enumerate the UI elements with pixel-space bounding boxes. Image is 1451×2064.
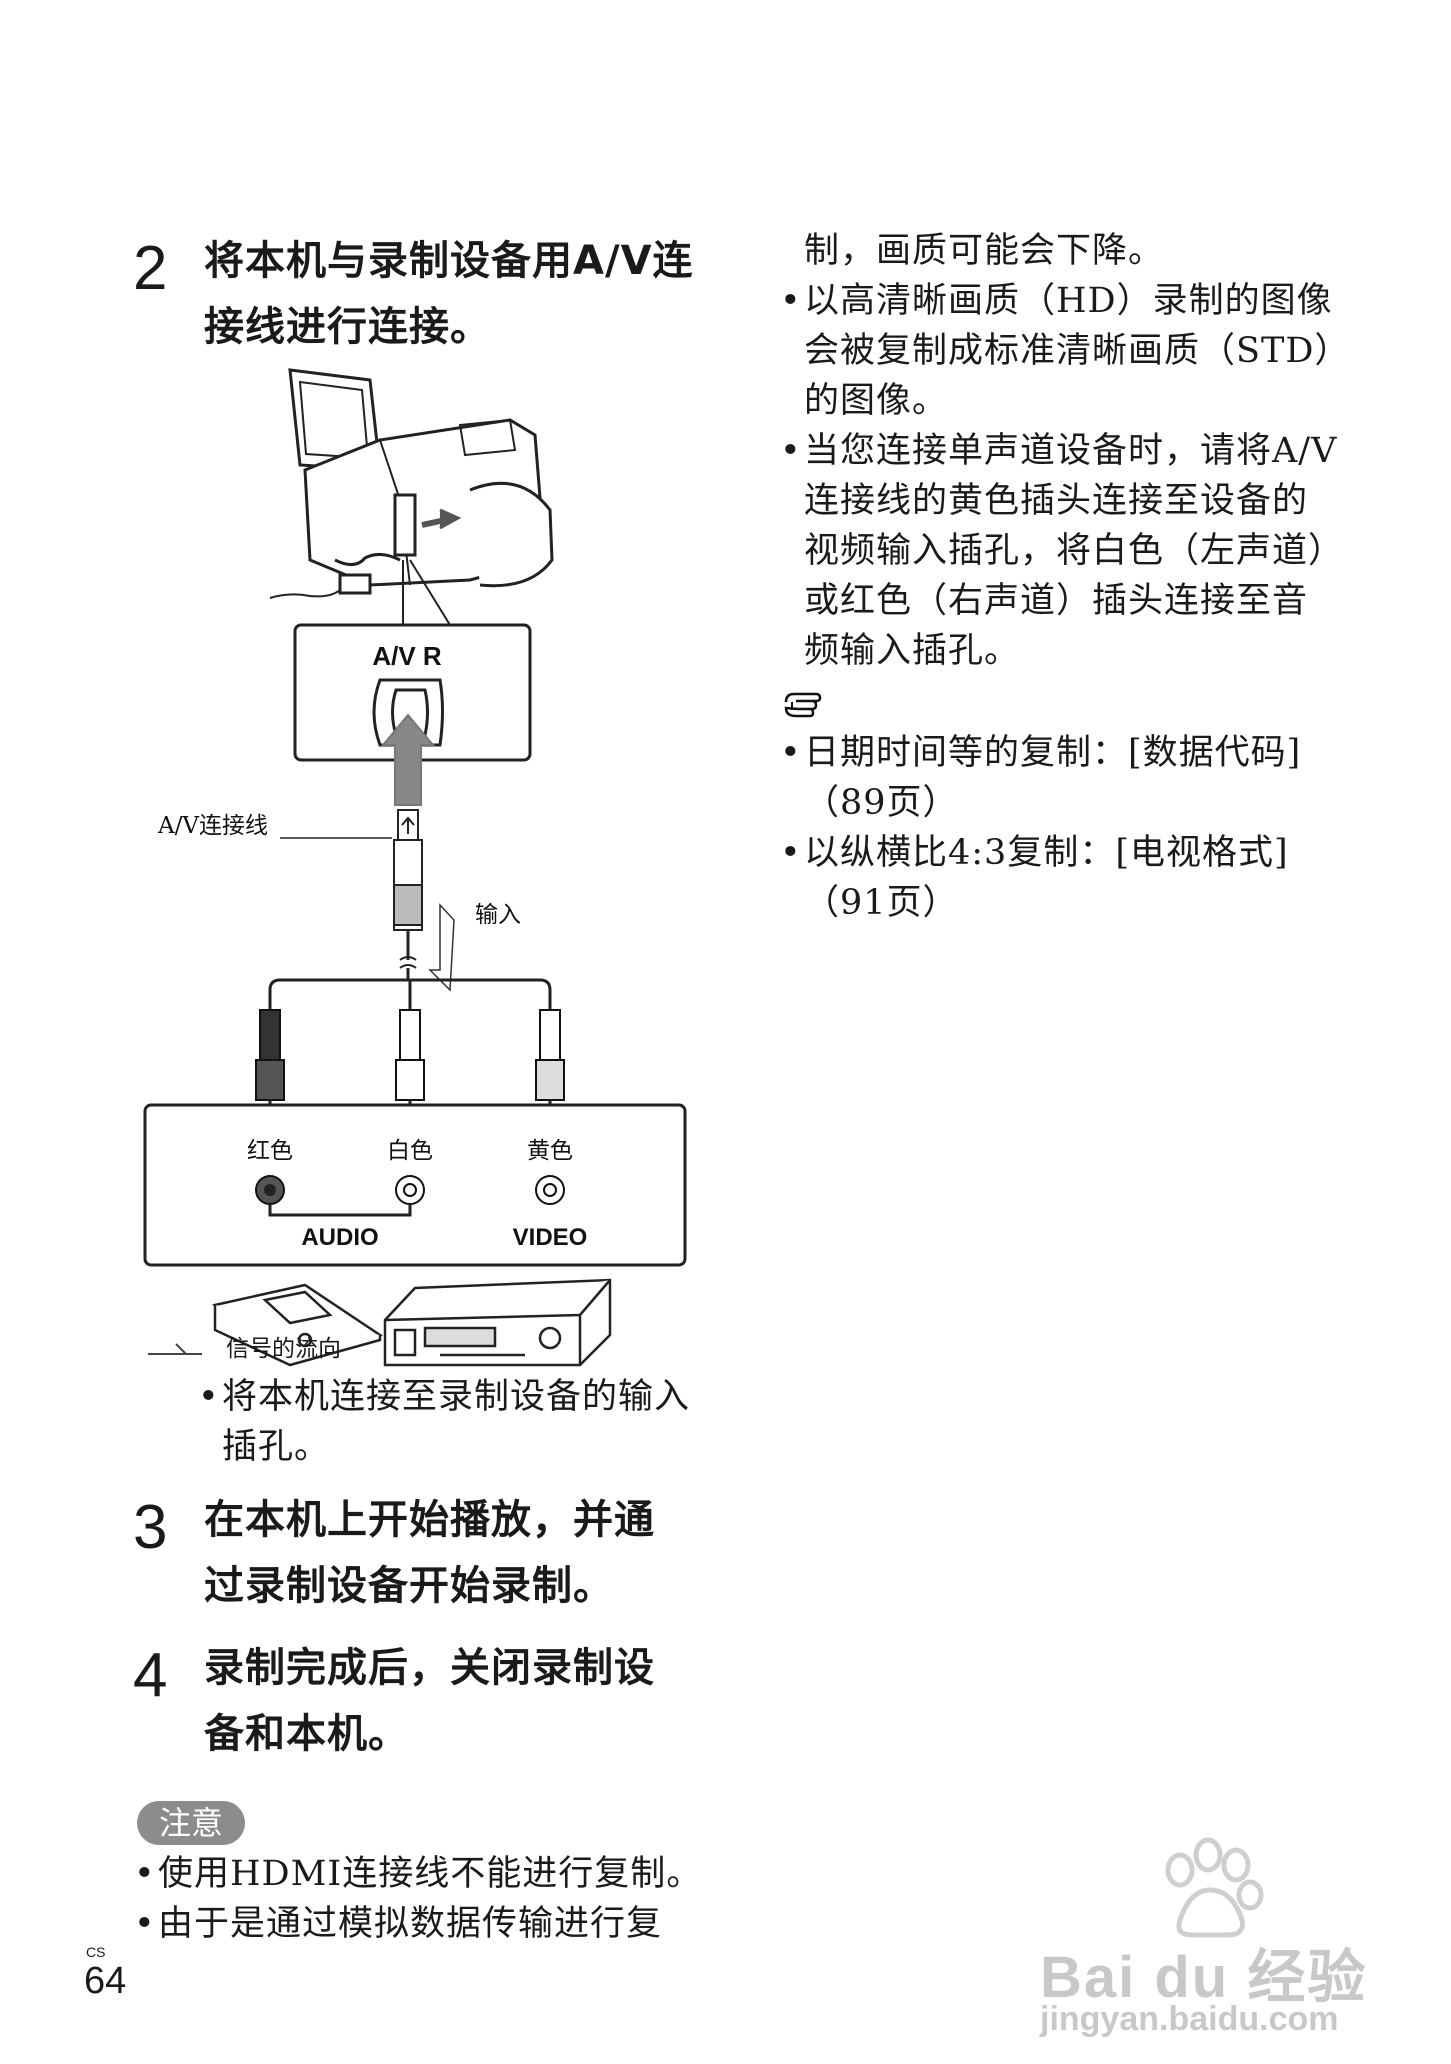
step-4-text: 录制完成后，关闭录制设备和本机。 xyxy=(204,1645,655,1757)
list-item: 日期时间等的复制：[数据代码]（89页） xyxy=(780,728,1340,828)
step-4-number: 4 xyxy=(133,1641,168,1710)
jack-label-yellow: 黄色 xyxy=(527,1138,573,1164)
jack-label-red: 红色 xyxy=(247,1138,293,1164)
red-plug xyxy=(255,1009,285,1115)
signal-flow-arrow-icon xyxy=(148,1343,202,1355)
baidu-paw-logo xyxy=(1165,1837,1264,1938)
step-2-text: 将本机与录制设备用A/V连接线进行连接。 xyxy=(204,238,694,350)
step-2-number: 2 xyxy=(133,234,168,303)
watermark-brand: Bai du 经验 xyxy=(1040,1945,1368,2010)
step-3-number: 3 xyxy=(133,1493,168,1562)
notice-badge: 注意 xyxy=(137,1801,246,1845)
av-port-label: A/V R xyxy=(372,641,442,671)
jack-label-white: 白色 xyxy=(387,1138,433,1164)
yellow-plug xyxy=(535,1009,565,1115)
page-lang: CS xyxy=(86,1944,106,1960)
video-label: VIDEO xyxy=(513,1224,588,1251)
right-bullets: 以高清晰画质（HD）录制的图像会被复制成标准清晰画质（STD）的图像。 当您连接… xyxy=(780,276,1340,676)
list-item: 以高清晰画质（HD）录制的图像会被复制成标准清晰画质（STD）的图像。 xyxy=(780,276,1340,426)
white-plug xyxy=(395,1009,425,1115)
connection-diagram: A/V R A/V连接线 输入 红色 白色 黄色 AUDIO xyxy=(143,368,687,1367)
cable-label: A/V连接线 xyxy=(157,813,268,839)
signal-legend-text: 信号的流向 xyxy=(226,1336,341,1362)
camcorder-illustration xyxy=(269,368,554,599)
step-3-text: 在本机上开始播放，并通过录制设备开始录制。 xyxy=(204,1497,655,1609)
list-item: 将本机连接至录制设备的输入插孔。 xyxy=(198,1372,698,1472)
right-tips: 日期时间等的复制：[数据代码]（89页） 以纵横比4:3复制：[电视格式]（91… xyxy=(780,728,1340,928)
dvd-writer-illustration xyxy=(212,1283,383,1367)
watermark-url: jingyan.baidu.com xyxy=(1040,2000,1339,2038)
pointing-hand-icon xyxy=(784,692,822,718)
vcr-illustration xyxy=(383,1278,612,1367)
right-continuation: 制，画质可能会下降。 xyxy=(804,231,1165,271)
step-2-bullets: 将本机连接至录制设备的输入插孔。 xyxy=(198,1372,698,1472)
notice-list: 使用HDMI连接线不能进行复制。 由于是通过模拟数据传输进行复 xyxy=(134,1849,714,1949)
input-label: 输入 xyxy=(475,902,521,928)
page-number: 64 xyxy=(84,1960,127,2002)
list-item: 当您连接单声道设备时，请将A/V连接线的黄色插头连接至设备的视频输入插孔，将白色… xyxy=(780,426,1340,676)
list-item: 使用HDMI连接线不能进行复制。 xyxy=(134,1849,714,1899)
list-item: 由于是通过模拟数据传输进行复 xyxy=(134,1899,714,1949)
list-item: 以纵横比4:3复制：[电视格式]（91页） xyxy=(780,828,1340,928)
audio-label: AUDIO xyxy=(301,1224,378,1251)
